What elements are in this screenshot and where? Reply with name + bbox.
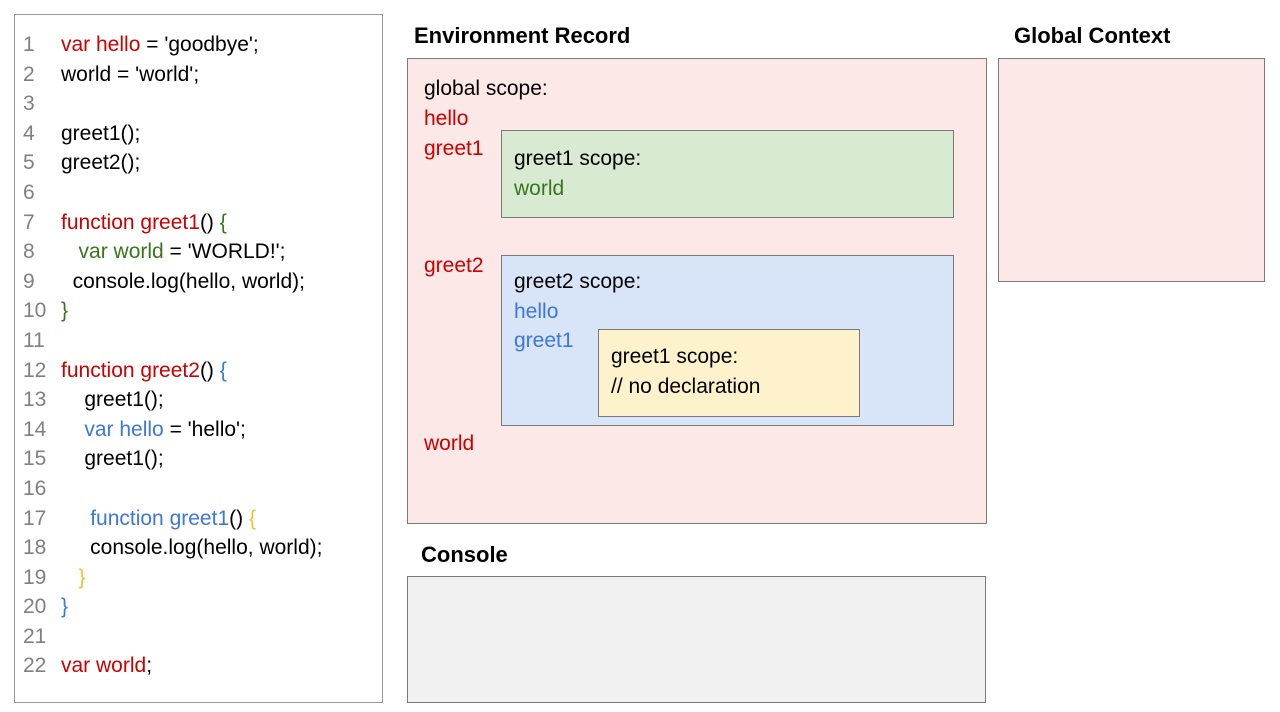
line-number: 3: [23, 92, 35, 116]
code-line: 11: [15, 326, 382, 356]
inner-greet1-scope-label: greet1 scope:: [611, 345, 739, 368]
code-text: console.log(hello, world);: [61, 269, 305, 293]
code-text: var hello = 'hello';: [84, 417, 246, 441]
code-line: 15 greet1();: [15, 444, 382, 474]
code-lines: 1 var hello = 'goodbye'; 2 world = 'world';…: [15, 15, 382, 681]
line-number: 5: [23, 151, 35, 175]
code-line: 10}: [15, 296, 382, 326]
code-line: 14 var hello = 'hello';: [15, 415, 382, 445]
code-text: var world = 'WORLD!';: [78, 240, 286, 264]
line-number: 10: [23, 299, 47, 323]
global-context-title: Global Context: [1014, 23, 1171, 48]
line-number: 9: [23, 269, 35, 293]
code-text: greet1();: [61, 388, 164, 412]
global-scope-box: global scope: hello greet1 greet1 scope:…: [407, 58, 987, 524]
line-number: 15: [23, 447, 47, 471]
greet2-var-hello: hello: [514, 300, 559, 323]
console-box: [407, 576, 986, 703]
code-line: 13 greet1();: [15, 385, 382, 415]
greet1-var-world: world: [514, 177, 565, 200]
code-line: 19 }: [15, 563, 382, 593]
code-text: greet1();: [61, 121, 141, 145]
line-number: 20: [23, 595, 47, 619]
code-line: 5 greet2();: [15, 148, 382, 178]
line-number: 11: [23, 328, 45, 352]
global-var-world: world: [424, 432, 475, 455]
code-line: 7 function greet1() {: [15, 208, 382, 238]
greet1-scope-label: greet1 scope:: [514, 147, 642, 170]
console-title: Console: [421, 542, 508, 567]
code-panel: 1 var hello = 'goodbye'; 2 world = 'world';…: [14, 14, 383, 703]
line-number: 18: [23, 536, 47, 560]
code-text: }: [61, 595, 69, 619]
line-number: 14: [23, 417, 47, 441]
code-text: console.log(hello, world);: [61, 536, 323, 560]
code-text: world = 'world';: [61, 62, 200, 86]
code-text: function greet1() {: [90, 506, 256, 530]
code-line: 22 var world;: [15, 651, 382, 681]
line-number: 13: [23, 388, 47, 412]
line-number: 2: [23, 62, 35, 86]
code-line: 3: [15, 89, 382, 119]
code-line: 21: [15, 622, 382, 652]
code-line: 20}: [15, 592, 382, 622]
code-text: greet1();: [61, 447, 164, 471]
line-number: 1: [23, 33, 35, 56]
greet1-scope-box: greet1 scope: world: [501, 130, 954, 218]
global-var-hello: hello: [424, 107, 469, 130]
code-line: 17 function greet1() {: [15, 504, 382, 534]
code-text: }: [61, 299, 69, 323]
line-number: 16: [23, 476, 47, 500]
line-number: 6: [23, 180, 35, 204]
code-line: 16: [15, 474, 382, 504]
code-line: 9 console.log(hello, world);: [15, 267, 382, 297]
greet2-scope-label: greet2 scope:: [514, 270, 642, 293]
code-text: var world;: [61, 654, 153, 678]
code-text: function greet2() {: [61, 358, 227, 382]
code-text: function greet1() {: [61, 210, 227, 234]
inner-greet1-scope-box: greet1 scope: // no declaration: [598, 329, 860, 417]
line-number: 17: [23, 506, 47, 530]
code-text: var hello = 'goodbye';: [61, 33, 259, 56]
line-number: 22: [23, 654, 47, 678]
global-var-greet1: greet1: [424, 137, 484, 160]
line-number: 7: [23, 210, 35, 234]
line-number: 21: [23, 624, 47, 648]
inner-greet1-scope-comment: // no declaration: [611, 375, 761, 398]
global-var-greet2: greet2: [424, 254, 484, 277]
global-scope-label: global scope:: [424, 77, 548, 100]
greet2-var-greet1: greet1: [514, 329, 574, 352]
code-line: 1 var hello = 'goodbye';: [15, 30, 382, 60]
greet2-scope-box: greet2 scope: hello greet1 greet1 scope:…: [501, 255, 954, 426]
code-line: 6: [15, 178, 382, 208]
code-text: greet2();: [61, 151, 141, 175]
global-context-box: [998, 58, 1265, 282]
environment-record-title: Environment Record: [414, 23, 631, 48]
code-line: 12 function greet2() {: [15, 356, 382, 386]
code-line: 8 var world = 'WORLD!';: [15, 237, 382, 267]
code-line: 2 world = 'world';: [15, 60, 382, 90]
line-number: 4: [23, 121, 35, 145]
code-line: 4 greet1();: [15, 119, 382, 149]
code-text: }: [78, 565, 86, 589]
code-line: 18 console.log(hello, world);: [15, 533, 382, 563]
line-number: 8: [23, 240, 35, 264]
line-number: 19: [23, 565, 47, 589]
line-number: 12: [23, 358, 47, 382]
